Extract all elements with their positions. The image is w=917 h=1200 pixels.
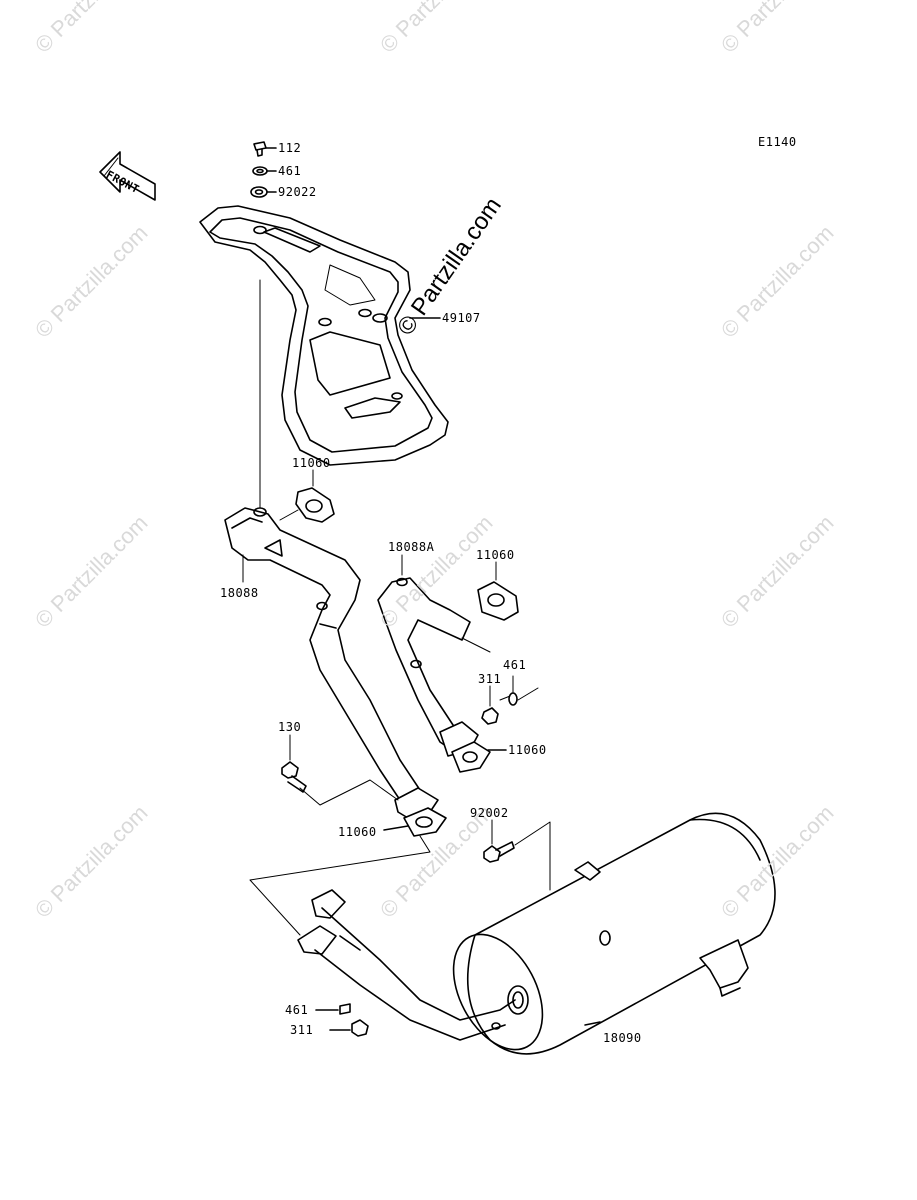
washer-461-icon (252, 166, 268, 176)
bolt-92002-icon (483, 841, 515, 863)
washer-461-bottom-icon (339, 1003, 351, 1015)
part-label-311-bottom[interactable]: 311 (290, 1023, 314, 1037)
exhaust-pipe (297, 889, 516, 1041)
gasket-11060-lower-right-icon (451, 741, 491, 773)
part-label-461-right[interactable]: 461 (503, 658, 527, 672)
part-label-11060-lower-left[interactable]: 11060 (338, 825, 377, 839)
part-label-11060-right[interactable]: 11060 (476, 548, 515, 562)
gasket-11060-right-icon (477, 581, 519, 621)
part-label-461-top[interactable]: 461 (278, 164, 302, 178)
part-label-11060-top[interactable]: 11060 (292, 456, 331, 470)
diagram-code: E1140 (758, 135, 797, 149)
heat-shield-49107 (199, 205, 449, 466)
part-label-92022[interactable]: 92022 (278, 185, 317, 199)
part-label-311-right[interactable]: 311 (478, 672, 502, 686)
part-label-49107[interactable]: 49107 (442, 311, 481, 325)
washer-92022-icon (250, 186, 268, 198)
front-arrow-icon (99, 151, 156, 201)
part-label-18090[interactable]: 18090 (603, 1031, 642, 1045)
part-label-130[interactable]: 130 (278, 720, 302, 734)
bolt-112-icon (253, 141, 267, 157)
gasket-11060-lower-left-icon (403, 807, 447, 837)
bolt-130-icon (281, 761, 307, 793)
muffler-18090 (452, 812, 776, 1055)
gasket-11060-icon (295, 487, 335, 523)
nut-311-icon (481, 707, 499, 725)
part-label-112[interactable]: 112 (278, 141, 302, 155)
nut-311-bottom-icon (351, 1019, 369, 1037)
part-label-461-bottom[interactable]: 461 (285, 1003, 309, 1017)
washer-461-right-icon (508, 692, 518, 706)
part-label-18088A[interactable]: 18088A (388, 540, 435, 554)
part-label-18088[interactable]: 18088 (220, 586, 259, 600)
part-label-92002[interactable]: 92002 (470, 806, 509, 820)
part-label-11060-lower-right[interactable]: 11060 (508, 743, 547, 757)
